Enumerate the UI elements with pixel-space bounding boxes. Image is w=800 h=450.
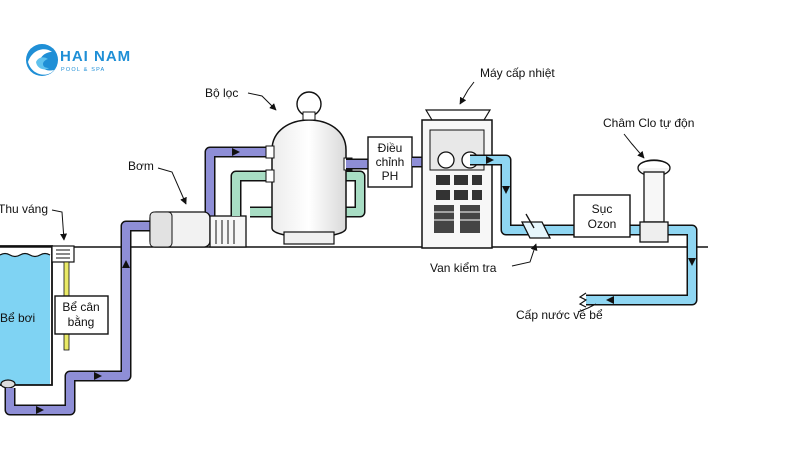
brand-logo: HAI NAM POOL & SPA — [26, 44, 131, 76]
balance-tank: Bể cân bằng — [54, 295, 109, 335]
suction-pipes — [4, 146, 278, 416]
check-valve-pointer — [511, 243, 538, 267]
return-pointer — [577, 303, 597, 313]
main-drain — [0, 379, 16, 389]
chlorinator — [637, 159, 671, 243]
return-label: Cấp nước về bể — [516, 308, 603, 322]
wave-logo-icon — [26, 44, 58, 76]
balance-tank-line1: Bể cân — [62, 300, 99, 314]
ph-line3: PH — [382, 169, 399, 183]
ph-controller: Điều chỉnh PH — [367, 136, 413, 188]
pool-label: Bể bơi — [0, 311, 35, 325]
brand-tagline: POOL & SPA — [61, 67, 105, 73]
brand-name: HAI NAM — [60, 48, 131, 65]
pump-pointer — [157, 167, 187, 205]
filter-tank — [265, 91, 353, 245]
skimmer-label: Thu váng — [0, 202, 48, 216]
return-pipe-end — [578, 292, 588, 308]
skimmer-pointer — [51, 209, 68, 241]
return-flow-arrows — [486, 156, 696, 304]
suction-flow-arrows — [36, 148, 240, 414]
balance-tank-line2: bằng — [68, 314, 95, 329]
ozone-line2: Ozon — [588, 217, 617, 231]
skimmer — [51, 245, 75, 263]
pump — [149, 211, 247, 248]
ozone-generator: Sục Ozon — [573, 194, 631, 238]
ozone-line1: Sục — [592, 202, 613, 216]
filter-label: Bộ lọc — [205, 86, 238, 100]
pool: Bể bơi — [0, 245, 53, 389]
ph-line2: chỉnh — [376, 155, 405, 169]
heater-pointer — [459, 81, 475, 105]
heater — [421, 109, 493, 249]
chlorinator-label: Châm Clo tự độn — [603, 116, 694, 130]
check-valve-label: Van kiểm tra — [430, 261, 497, 275]
chlorinator-pointer — [623, 133, 645, 159]
pump-label: Bơm — [128, 159, 154, 173]
check-valve — [520, 213, 552, 239]
ph-line1: Điều — [378, 141, 403, 155]
filter-pointer — [247, 92, 277, 111]
heater-label: Máy cấp nhiệt — [480, 66, 555, 80]
